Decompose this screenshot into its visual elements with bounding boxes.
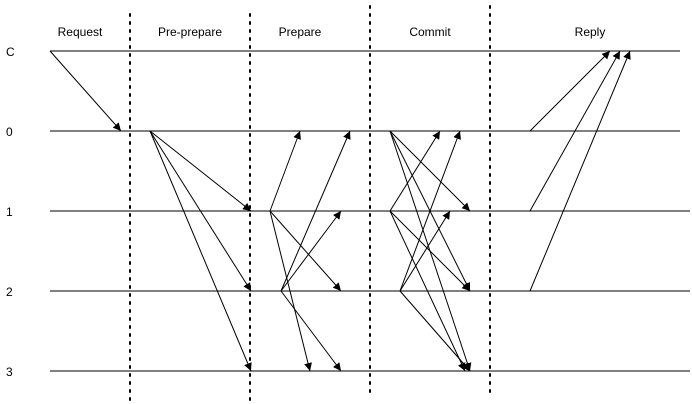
phase-label-pre-prepare: Pre-prepare: [158, 25, 222, 39]
phase-label-reply: Reply: [575, 25, 606, 39]
arrow-prepare-2-to-3: [280, 290, 342, 372]
node-label-1: 1: [6, 205, 13, 219]
arrow-reply-0-to-c: [529, 50, 611, 132]
arrow-prepare-1-to-2: [269, 210, 342, 292]
arrow-preprepare-0-to-3: [149, 130, 252, 372]
arrow-commit-2-to-0: [399, 130, 461, 292]
arrow-commit-1-to-3: [389, 210, 466, 372]
arrow-commit-2-to-1: [399, 210, 451, 292]
arrow-prepare-1-to-3: [269, 210, 312, 372]
message-arrows: [49, 50, 631, 372]
phase-label-commit: Commit: [409, 25, 451, 39]
arrow-commit-1-to-0: [389, 130, 441, 212]
arrow-reply-2-to-c: [529, 50, 631, 292]
node-label-0: 0: [6, 125, 13, 139]
phase-label-request: Request: [58, 25, 103, 39]
node-label-2: 2: [6, 285, 13, 299]
node-timelines: [50, 50, 690, 372]
node-label-3: 3: [6, 365, 13, 379]
node-label-client: C: [6, 45, 15, 59]
arrow-commit-0-to-1: [389, 130, 471, 212]
arrow-prepare-1-to-0: [269, 130, 301, 212]
arrow-preprepare-0-to-2: [149, 130, 252, 292]
arrow-preprepare-0-to-1: [149, 130, 252, 212]
phase-dividers: [129, 5, 491, 403]
arrow-prepare-2-to-0: [280, 130, 351, 292]
phase-label-prepare: Prepare: [279, 25, 322, 39]
arrow-commit-1-to-2: [389, 210, 471, 292]
arrow-prepare-2-to-1: [280, 210, 342, 292]
arrow-commit-2-to-3: [399, 290, 471, 372]
arrow-request-c-to-0: [49, 50, 122, 132]
arrow-reply-1-to-c: [529, 50, 621, 212]
